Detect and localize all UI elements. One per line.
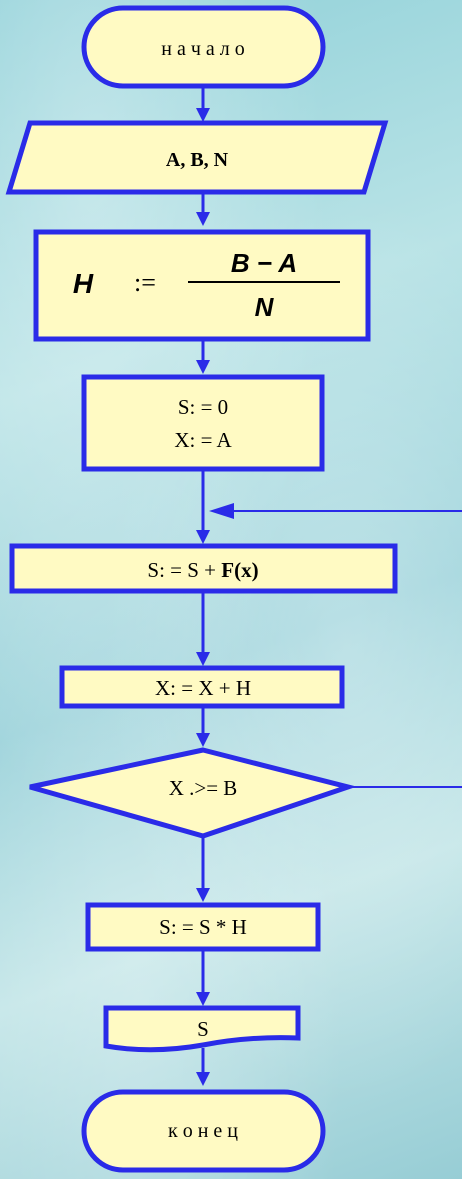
accumulate-block: S: = S + F(x) [9,543,398,594]
end-terminator: к о н е ц [81,1089,326,1173]
accumulate-label: S: = S + F(x) [147,558,258,582]
condition-label: X .>= B [169,776,238,800]
end-label: к о н е ц [168,1120,238,1142]
step-block: X: = X + H [59,665,345,709]
output-document: S [103,1005,301,1053]
connectors [196,85,462,1086]
h-denominator: N [255,292,275,322]
h-assign-block: H := B − A N [33,229,371,342]
init-line-1: S: = 0 [178,395,228,419]
assign-op: := [134,268,156,297]
start-label: н а ч а л о [161,38,245,60]
step-label: X: = X + H [155,676,251,700]
input-label: A, B, N [166,149,229,171]
accumulate-prefix: S: = S + [147,558,221,582]
output-label: S [197,1017,209,1041]
init-line-2: X: = A [174,428,232,452]
init-block: S: = 0 X: = A [81,374,325,472]
multiply-label: S: = S * H [159,915,247,939]
start-terminator: н а ч а л о [81,5,326,89]
h-lhs: H [73,268,94,299]
h-numerator: B − A [231,248,297,278]
fx-term: F(x) [221,558,258,582]
multiply-block: S: = S * H [85,902,321,952]
input-block: A, B, N [5,120,389,195]
condition-decision: X .>= B [29,747,357,839]
